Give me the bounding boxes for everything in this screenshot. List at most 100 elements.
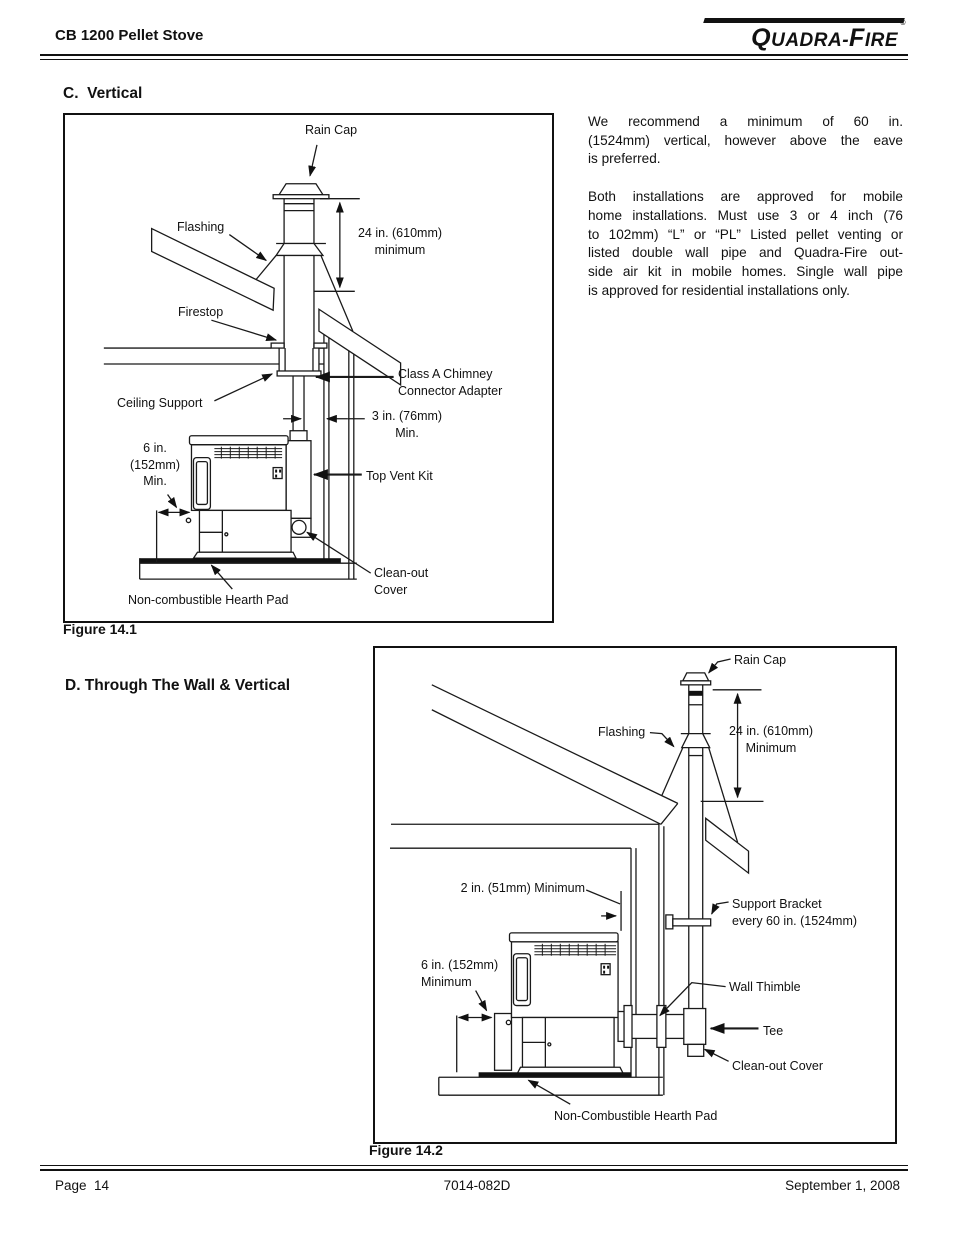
label-clean-out-cover: Clean-out Cover bbox=[732, 1059, 824, 1073]
figure-14-2: Rain Cap Flashing 24 in. (610mm) Minimum… bbox=[373, 646, 897, 1144]
support-bracket-shape bbox=[672, 918, 712, 927]
paragraph-2: Both installations are approved for mobi… bbox=[588, 189, 903, 298]
flashing-right-edge bbox=[708, 747, 739, 843]
label-rain-cap: Rain Cap bbox=[734, 653, 787, 667]
pellet-stove-drawing bbox=[185, 435, 312, 559]
figure-14-1-caption: Figure 14.1 bbox=[63, 621, 137, 637]
label-ceiling-support: Ceiling Support bbox=[117, 396, 203, 410]
storm-collar-shape bbox=[680, 733, 711, 749]
label-dim-2: 2 in. (51mm) Minimum bbox=[460, 881, 585, 895]
label-dim-6-line2: Minimum bbox=[421, 974, 472, 989]
louver-grill bbox=[534, 943, 617, 956]
label-rain-cap: Rain Cap bbox=[305, 123, 358, 137]
pellet-stove-drawing bbox=[493, 932, 625, 1074]
label-class-a-line1: Class A Chimney bbox=[398, 367, 493, 381]
tee-shape bbox=[683, 1007, 707, 1046]
roof-right bbox=[705, 816, 750, 875]
header-rule-top bbox=[40, 54, 908, 56]
firestop-shape bbox=[270, 342, 285, 349]
label-support-line1: Support Bracket bbox=[732, 897, 822, 911]
footer-date: September 1, 2008 bbox=[785, 1178, 900, 1193]
louver-grill bbox=[214, 446, 283, 459]
footer-page-number: Page 14 bbox=[55, 1178, 110, 1193]
label-dim-6: 6 in. (152mm) Minimum bbox=[421, 957, 498, 990]
hearth-pad-shape bbox=[139, 558, 341, 564]
rain-cap-shape bbox=[681, 672, 710, 682]
control-panel bbox=[272, 466, 283, 480]
rain-cap-shape bbox=[277, 183, 325, 196]
label-dim-3: 3 in. (76mm) Min. bbox=[362, 408, 452, 441]
label-dim-24-line2: Minimum bbox=[745, 740, 797, 755]
figure-14-2-caption: Figure 14.2 bbox=[369, 1142, 443, 1158]
footer-rule-bottom bbox=[40, 1169, 908, 1171]
header-rule-bottom bbox=[40, 59, 908, 60]
label-dim-6-line1: 6 in. (152mm) bbox=[421, 958, 499, 972]
top-vent-kit-shape bbox=[285, 440, 312, 520]
roof-right bbox=[318, 308, 402, 387]
label-dim-24: 24 in. (610mm) Minimum bbox=[721, 723, 821, 756]
logo-letter: UADRA bbox=[771, 30, 843, 51]
bracket-wall-plate bbox=[665, 914, 674, 930]
label-dim-3-line2: Min. bbox=[395, 425, 419, 440]
flashing-right-edge bbox=[320, 255, 354, 332]
label-flashing: Flashing bbox=[177, 220, 225, 234]
figure-14-1-diagram bbox=[103, 144, 402, 590]
page-title: CB 1200 Pellet Stove bbox=[55, 27, 204, 44]
ceiling-support-shape bbox=[276, 370, 322, 377]
horizontal-vent-pipe bbox=[624, 1013, 686, 1040]
hearth-pad-shape bbox=[478, 1072, 632, 1078]
label-dim-6: 6 in. (152mm) Min. bbox=[123, 440, 187, 490]
label-support-bracket: Support Bracket every 60 in. (1524mm) bbox=[732, 896, 857, 929]
label-wall-thimble: Wall Thimble bbox=[729, 980, 801, 994]
stove-door bbox=[512, 953, 532, 1007]
label-hearth-pad: Non-Combustible Hearth Pad bbox=[554, 1109, 718, 1123]
footer-rule-top bbox=[40, 1165, 908, 1166]
label-dim-3-line1: 3 in. (76mm) bbox=[371, 409, 443, 423]
label-tee: Tee bbox=[763, 1024, 784, 1038]
figure-14-1: Rain Cap Flashing 24 in. (610mm) minimum… bbox=[63, 113, 554, 623]
label-class-a-line2: Connector Adapter bbox=[398, 383, 503, 398]
logo-letter: F bbox=[849, 24, 865, 52]
clean-out-shape bbox=[687, 1043, 705, 1057]
wall-vent-linework bbox=[389, 658, 764, 1105]
label-dim-6-line3: Min. bbox=[143, 474, 167, 488]
logo-bar-decoration bbox=[703, 18, 905, 23]
paragraph-1: We recommend a minimum of 60 in.(1524mm)… bbox=[588, 114, 903, 167]
logo-text: QUADRA-FIRE® bbox=[704, 20, 905, 53]
figure-14-2-diagram bbox=[389, 658, 764, 1105]
label-firestop: Firestop bbox=[178, 305, 224, 319]
roof-left bbox=[150, 227, 275, 312]
control-panel bbox=[600, 963, 611, 976]
label-dim-6-line1: 6 in. bbox=[143, 441, 167, 455]
label-dim-24-line2: minimum bbox=[374, 242, 426, 257]
wall-thimble-shape bbox=[623, 1004, 633, 1049]
label-top-vent-kit: Top Vent Kit bbox=[366, 469, 433, 483]
logo-letter: Q bbox=[751, 24, 772, 52]
label-dim-6-line2: (152mm) bbox=[129, 457, 180, 472]
quadra-fire-logo: QUADRA-FIRE® bbox=[703, 18, 906, 53]
label-dim-24-line1: 24 in. (610mm) bbox=[728, 724, 814, 738]
section-d-heading: D. Through The Wall & Vertical bbox=[65, 677, 291, 694]
roof-top-edge bbox=[431, 684, 679, 804]
label-flashing: Flashing bbox=[598, 725, 646, 739]
label-clean-out-cover: Clean-out Cover bbox=[374, 565, 428, 598]
flashing-left-edge bbox=[661, 747, 684, 796]
body-text-column: We recommend a minimum of 60 in.(1524mm)… bbox=[588, 113, 903, 319]
clean-out-shape bbox=[291, 519, 307, 535]
label-class-a-adapter: Class A Chimney Connector Adapter bbox=[398, 366, 502, 399]
logo-letter: IRE bbox=[864, 30, 898, 51]
label-clean-out-line1: Clean-out bbox=[374, 566, 429, 580]
storm-collar-shape bbox=[274, 242, 325, 257]
flashing-left-edge bbox=[255, 255, 277, 280]
logo-letter: - bbox=[842, 30, 850, 51]
label-dim-24-line1: 24 in. (610mm) bbox=[357, 226, 443, 240]
label-dim-24: 24 in. (610mm) minimum bbox=[348, 225, 452, 258]
vertical-vent-linework bbox=[103, 144, 402, 590]
label-support-line2: every 60 in. (1524mm) bbox=[732, 913, 858, 928]
label-clean-out-line2: Cover bbox=[374, 582, 408, 597]
stove-door bbox=[192, 456, 212, 511]
section-c-heading: C. Vertical bbox=[63, 85, 143, 102]
label-hearth-pad: Non-combustible Hearth Pad bbox=[128, 593, 289, 607]
registered-mark: ® bbox=[900, 20, 906, 27]
